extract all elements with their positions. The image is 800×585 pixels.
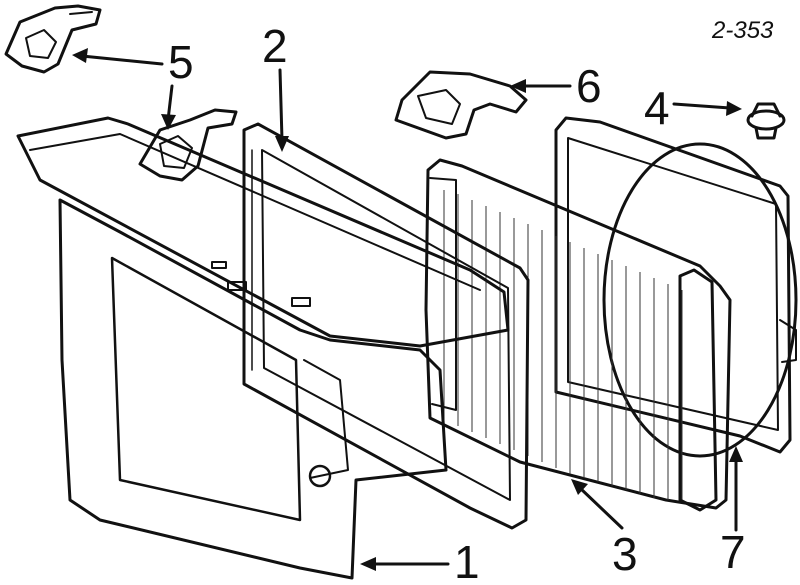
upper-bracket-right [394, 70, 528, 140]
callout-1: 1 [360, 536, 480, 585]
callout-7: 7 [720, 446, 746, 578]
upper-bracket-center [138, 108, 238, 182]
radiator [424, 158, 732, 512]
svg-text:4: 4 [644, 82, 670, 134]
svg-text:3: 3 [612, 528, 638, 580]
core-support [16, 116, 510, 580]
callout-6: 6 [510, 60, 602, 112]
fan-shroud [554, 116, 798, 458]
callout-2: 2 [262, 20, 289, 152]
figure-reference: 2-353 [711, 17, 774, 44]
svg-text:5: 5 [168, 36, 194, 88]
callout-4: 4 [644, 82, 742, 134]
callout-3: 3 [571, 479, 638, 580]
svg-text:6: 6 [576, 60, 602, 112]
svg-text:2: 2 [262, 20, 288, 72]
upper-bracket-top-left [4, 4, 102, 74]
radiator-support [242, 122, 530, 530]
radiator-cap [746, 102, 786, 140]
svg-text:1: 1 [454, 536, 480, 585]
svg-text:7: 7 [720, 526, 746, 578]
callout-5: 5 [72, 36, 194, 130]
